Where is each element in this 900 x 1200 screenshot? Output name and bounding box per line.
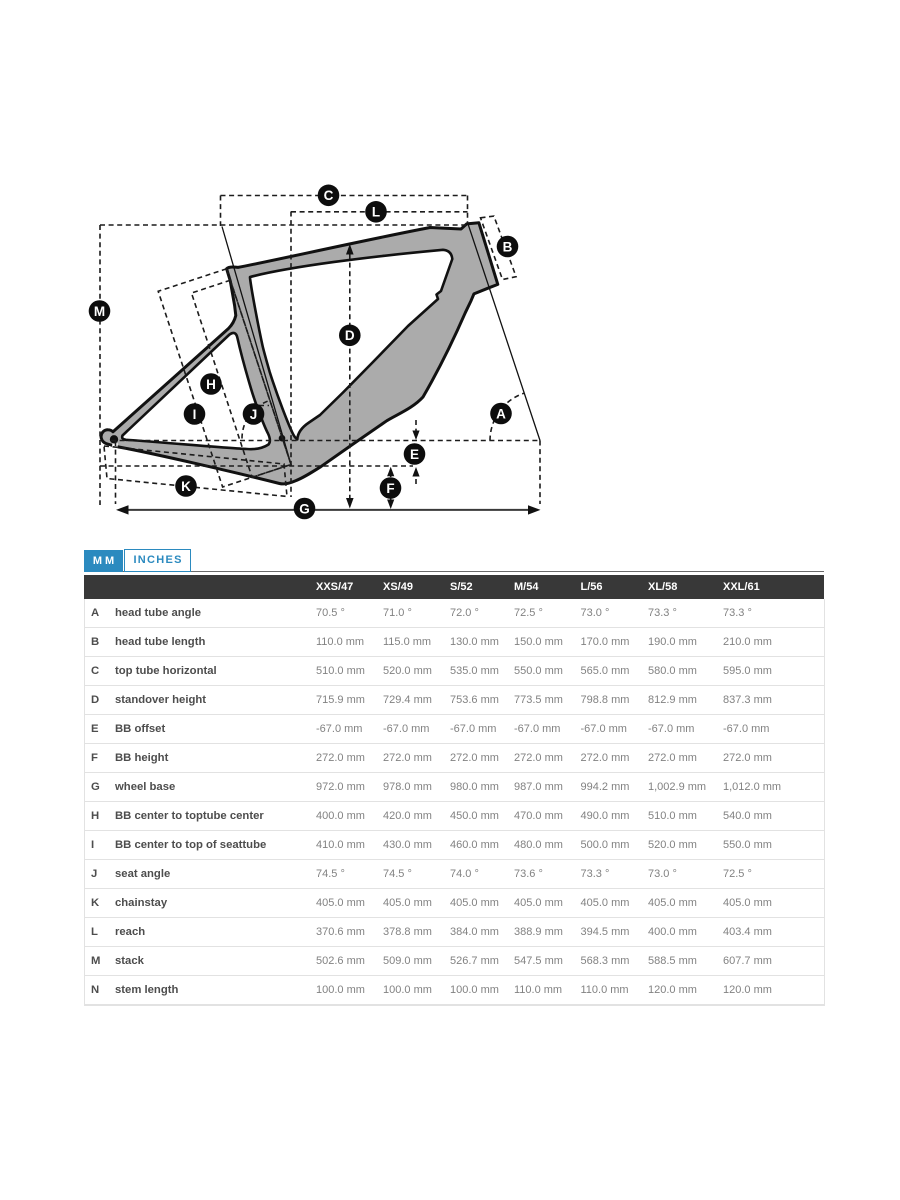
svg-text:I: I	[193, 407, 197, 422]
svg-text:L: L	[372, 205, 380, 220]
svg-text:M: M	[94, 304, 105, 319]
svg-text:G: G	[299, 501, 310, 516]
svg-text:D: D	[345, 328, 355, 343]
svg-text:E: E	[410, 447, 419, 462]
svg-text:F: F	[386, 481, 394, 496]
svg-text:H: H	[206, 377, 216, 392]
svg-text:J: J	[250, 407, 258, 422]
svg-text:B: B	[503, 239, 513, 254]
svg-text:C: C	[324, 188, 334, 203]
svg-text:A: A	[496, 406, 506, 421]
svg-text:K: K	[181, 479, 191, 494]
